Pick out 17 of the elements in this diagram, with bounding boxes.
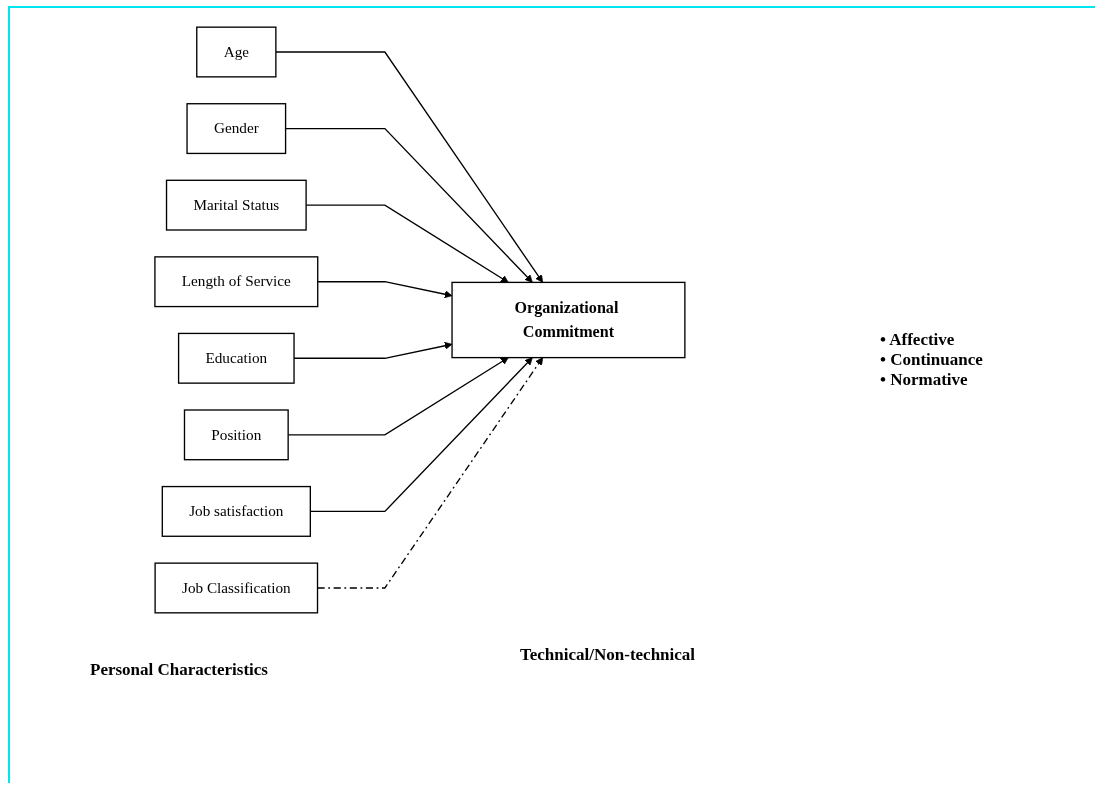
arrow <box>275 51 544 283</box>
node-box: Marital Status <box>165 179 307 231</box>
bullet-item: • Affective <box>880 330 956 350</box>
arrow <box>285 127 533 283</box>
node-box: Job Classification <box>154 562 319 614</box>
node-box: Length of Service <box>154 256 319 308</box>
node-box: Gender <box>186 103 287 155</box>
group-caption: Technical/Non-technical <box>520 645 696 665</box>
bullet-item: • Continuance <box>880 350 983 370</box>
node-box: Job satisfaction <box>161 485 312 537</box>
node-box: Age <box>196 26 277 78</box>
group-caption: Personal Characteristics <box>90 660 268 680</box>
node-box: Education <box>178 332 295 384</box>
node-box: Position <box>183 409 289 461</box>
arrow <box>317 281 453 299</box>
node-box: Organizational Commitment <box>451 281 686 359</box>
bullet-item: • Normative <box>880 370 969 390</box>
